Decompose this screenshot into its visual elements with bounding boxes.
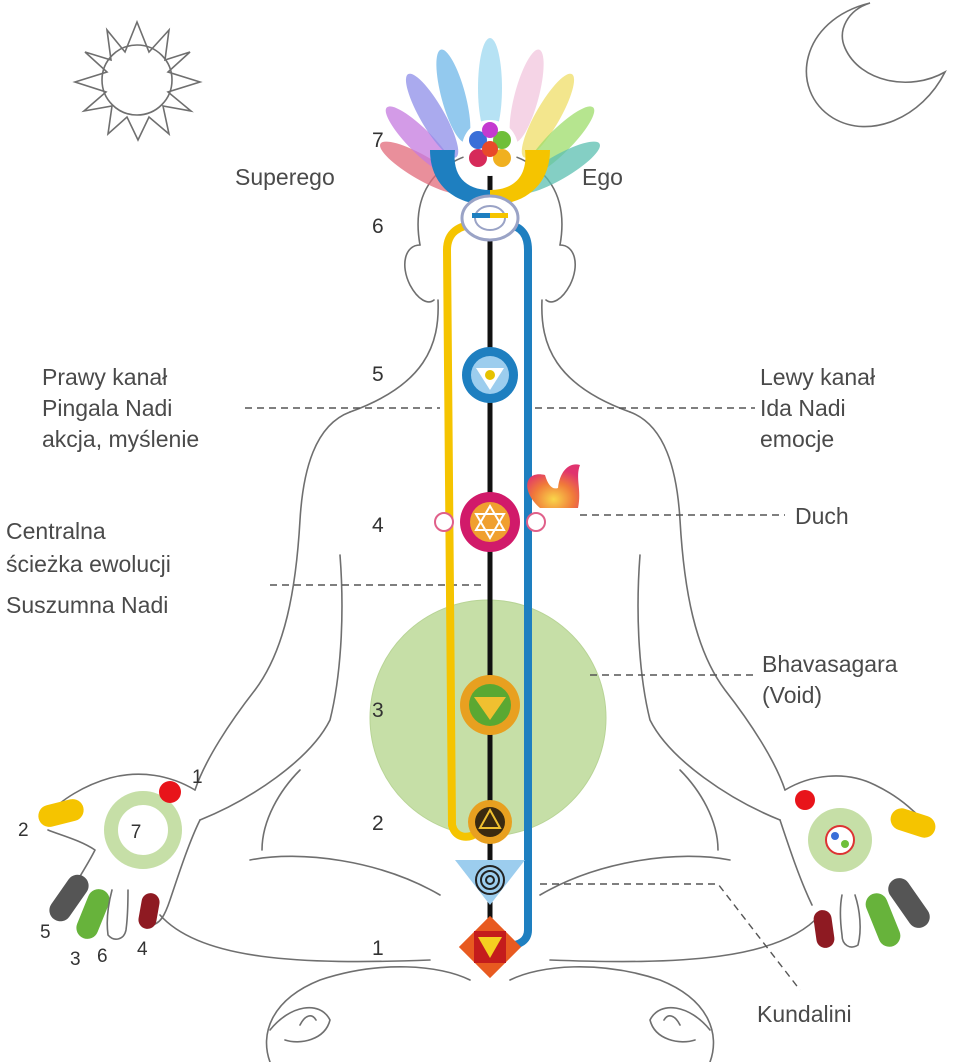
void-label-1: Bhavasagara bbox=[762, 651, 898, 677]
sahasrara-chakra bbox=[462, 120, 518, 176]
chakra-number-1: 1 bbox=[372, 937, 384, 960]
chakra-number-4: 4 bbox=[372, 514, 384, 537]
mooladhara-chakra bbox=[459, 916, 521, 978]
sun-icon bbox=[75, 22, 200, 140]
central-channel-label-3: Suszumna Nadi bbox=[6, 592, 168, 618]
vishuddhi-chakra bbox=[462, 347, 518, 403]
ego-label: Ego bbox=[582, 164, 623, 190]
right-wrist-dot-red bbox=[795, 790, 815, 810]
left-channel-label-3: emocje bbox=[760, 426, 834, 452]
finger-number-wrist: 1 bbox=[192, 767, 203, 788]
superego-label: Superego bbox=[235, 164, 335, 190]
finger-number-index: 5 bbox=[40, 922, 51, 943]
right-channel-label-3: akcja, myślenie bbox=[42, 426, 199, 452]
finger-number-thumb: 2 bbox=[18, 820, 29, 841]
right-hand bbox=[780, 776, 938, 950]
wrist-dot-red bbox=[159, 781, 181, 803]
nabhi-chakra bbox=[460, 675, 520, 735]
chakra-number-7: 7 bbox=[372, 129, 384, 152]
little-finger-red bbox=[137, 892, 161, 931]
left-channel-label-1: Lewy kanał bbox=[760, 364, 875, 390]
left-hand bbox=[36, 774, 200, 942]
palm-circle bbox=[111, 798, 175, 862]
kundalini-leader bbox=[540, 884, 800, 990]
right-channel-label-1: Prawy kanał bbox=[42, 364, 167, 390]
right-little-red bbox=[812, 909, 835, 949]
spirit-flame-icon bbox=[527, 464, 580, 508]
swadisthan-chakra bbox=[468, 800, 512, 844]
chakra-number-6: 6 bbox=[372, 215, 384, 238]
central-channel-label-1: Centralna bbox=[6, 518, 106, 544]
central-channel-label-2: ścieżka ewolucji bbox=[6, 551, 171, 577]
finger-number-palm: 7 bbox=[131, 822, 142, 843]
crescent-moon-icon bbox=[806, 3, 945, 127]
void-label-2: (Void) bbox=[762, 682, 822, 708]
kundalini-spiral-icon bbox=[455, 860, 525, 905]
finger-number-little: 4 bbox=[137, 939, 148, 960]
chakra-number-2: 2 bbox=[372, 812, 384, 835]
spirit-label: Duch bbox=[795, 503, 849, 529]
finger-number-ring: 6 bbox=[97, 946, 108, 967]
chakra-number-3: 3 bbox=[372, 699, 384, 722]
right-channel-label-2: Pingala Nadi bbox=[42, 395, 172, 421]
agnya-chakra bbox=[462, 196, 518, 240]
finger-number-middle: 3 bbox=[70, 949, 81, 970]
chakra-number-5: 5 bbox=[372, 363, 384, 386]
right-palm-lotus bbox=[826, 826, 854, 854]
kundalini-label: Kundalini bbox=[757, 1001, 852, 1027]
left-channel-label-2: Ida Nadi bbox=[760, 395, 846, 421]
